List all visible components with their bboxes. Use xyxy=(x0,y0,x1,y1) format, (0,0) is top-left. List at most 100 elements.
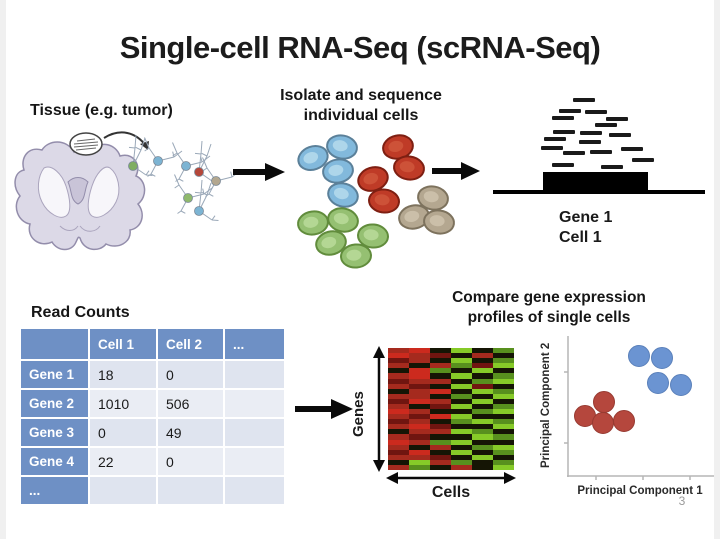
heatmap-cell xyxy=(493,373,514,379)
heatmap-cell xyxy=(409,439,430,445)
gene-cell-labels: Gene 1 Cell 1 xyxy=(559,208,612,248)
sequencing-read xyxy=(606,117,628,121)
page-number: 3 xyxy=(678,494,686,508)
heatmap-cell xyxy=(430,454,451,460)
table-value-cell: 49 xyxy=(158,419,223,446)
table-value-cell xyxy=(158,477,223,504)
heatmap-cell xyxy=(472,353,493,359)
heatmap-cell xyxy=(451,353,472,359)
isolate-label: Isolate and sequence individual cells xyxy=(261,86,461,126)
compare-label-line2: profiles of single cells xyxy=(467,309,631,326)
heatmap-cell xyxy=(409,358,430,364)
heatmap-cell xyxy=(430,429,451,435)
heatmap-cell xyxy=(493,393,514,399)
heatmap-cell xyxy=(409,383,430,389)
heatmap-cell xyxy=(472,444,493,450)
heatmap-cell xyxy=(493,439,514,445)
pca-x-axis-label: Principal Component 1 xyxy=(577,485,703,497)
heatmap-cell xyxy=(388,388,409,394)
arrow-right-icon xyxy=(295,399,353,419)
heatmap-cell xyxy=(388,459,409,465)
heatmap-cell xyxy=(409,434,430,440)
heatmap-cell xyxy=(451,459,472,465)
heatmap-cell xyxy=(388,403,409,409)
heatmap-cell xyxy=(388,353,409,359)
slide-title: Single-cell RNA-Seq (scRNA-Seq) xyxy=(119,30,601,65)
heatmap-cell xyxy=(451,403,472,409)
heatmap-cell xyxy=(409,348,430,354)
neuron-soma xyxy=(194,167,204,177)
sequencing-read xyxy=(621,147,643,151)
heatmap-cell xyxy=(472,424,493,430)
heatmap-cell xyxy=(388,454,409,460)
table-value-cell: 18 xyxy=(90,361,156,388)
heatmap-cell xyxy=(409,424,430,430)
neuron-somas xyxy=(128,156,221,216)
table-row-header: ... xyxy=(21,477,88,504)
heatmap-cell xyxy=(472,378,493,384)
heatmap-cell xyxy=(388,419,409,425)
sequencing-read xyxy=(573,98,595,102)
heatmap-cell xyxy=(388,449,409,455)
heatmap-cell xyxy=(472,358,493,364)
sequencing-read xyxy=(563,151,585,155)
heatmap-cell xyxy=(451,393,472,399)
heatmap-cell xyxy=(409,368,430,374)
neuron-soma xyxy=(183,193,193,203)
red-cell xyxy=(393,155,425,181)
neuron-soma xyxy=(194,206,204,216)
magnifier-icon xyxy=(69,132,103,156)
heatmap-cell xyxy=(472,449,493,455)
heatmap-cell xyxy=(430,414,451,420)
heatmap-cell xyxy=(409,444,430,450)
heatmap-cell xyxy=(451,414,472,420)
heatmap-cell xyxy=(388,368,409,374)
heatmap-cell xyxy=(451,464,472,470)
table-value-cell: 1010 xyxy=(90,390,156,417)
genes-axis-arrow-icon xyxy=(373,346,385,472)
isolate-label-line1: Isolate and sequence xyxy=(280,87,442,104)
heatmap-cell xyxy=(493,459,514,465)
cell-label: Cell 1 xyxy=(559,229,602,246)
heatmap-cell xyxy=(451,348,472,354)
heatmap-cell xyxy=(472,414,493,420)
cells-axis-label: Cells xyxy=(431,484,471,501)
heatmap-cell xyxy=(430,419,451,425)
heatmap-cell xyxy=(409,353,430,359)
heatmap-cell xyxy=(493,368,514,374)
heatmap-cell xyxy=(388,378,409,384)
heatmap-cell xyxy=(430,409,451,415)
pca-blue-dot xyxy=(628,345,650,367)
heatmap-cell xyxy=(409,388,430,394)
genome-baseline xyxy=(493,190,705,194)
heatmap-cell xyxy=(493,409,514,415)
table-row-header: Gene 3 xyxy=(21,419,88,446)
table-column-header: ... xyxy=(225,329,284,359)
isolate-label-line2: individual cells xyxy=(303,107,419,124)
table-value-cell: 506 xyxy=(158,390,223,417)
heatmap-cell xyxy=(409,393,430,399)
heatmap-cell xyxy=(388,398,409,404)
neuron-soma xyxy=(128,161,138,171)
tan-cell xyxy=(398,204,430,230)
table-value-cell xyxy=(225,390,284,417)
neuron-soma xyxy=(211,176,221,186)
table-row-header: Gene 2 xyxy=(21,390,88,417)
expression-heatmap xyxy=(388,348,514,470)
heatmap-cell xyxy=(430,398,451,404)
heatmap-cell xyxy=(430,464,451,470)
red-cell xyxy=(357,166,389,192)
table-value-cell: 22 xyxy=(90,448,156,475)
heatmap-cell xyxy=(388,439,409,445)
pca-blue-dot xyxy=(647,372,669,394)
heatmap-cell xyxy=(409,403,430,409)
heatmap-cell xyxy=(472,398,493,404)
heatmap-cell xyxy=(472,363,493,369)
heatmap-cell xyxy=(472,348,493,354)
table-value-cell xyxy=(225,477,284,504)
sequencing-read xyxy=(580,131,602,135)
table-corner-cell xyxy=(21,329,88,359)
table-value-cell xyxy=(225,361,284,388)
heatmap-cell xyxy=(451,398,472,404)
